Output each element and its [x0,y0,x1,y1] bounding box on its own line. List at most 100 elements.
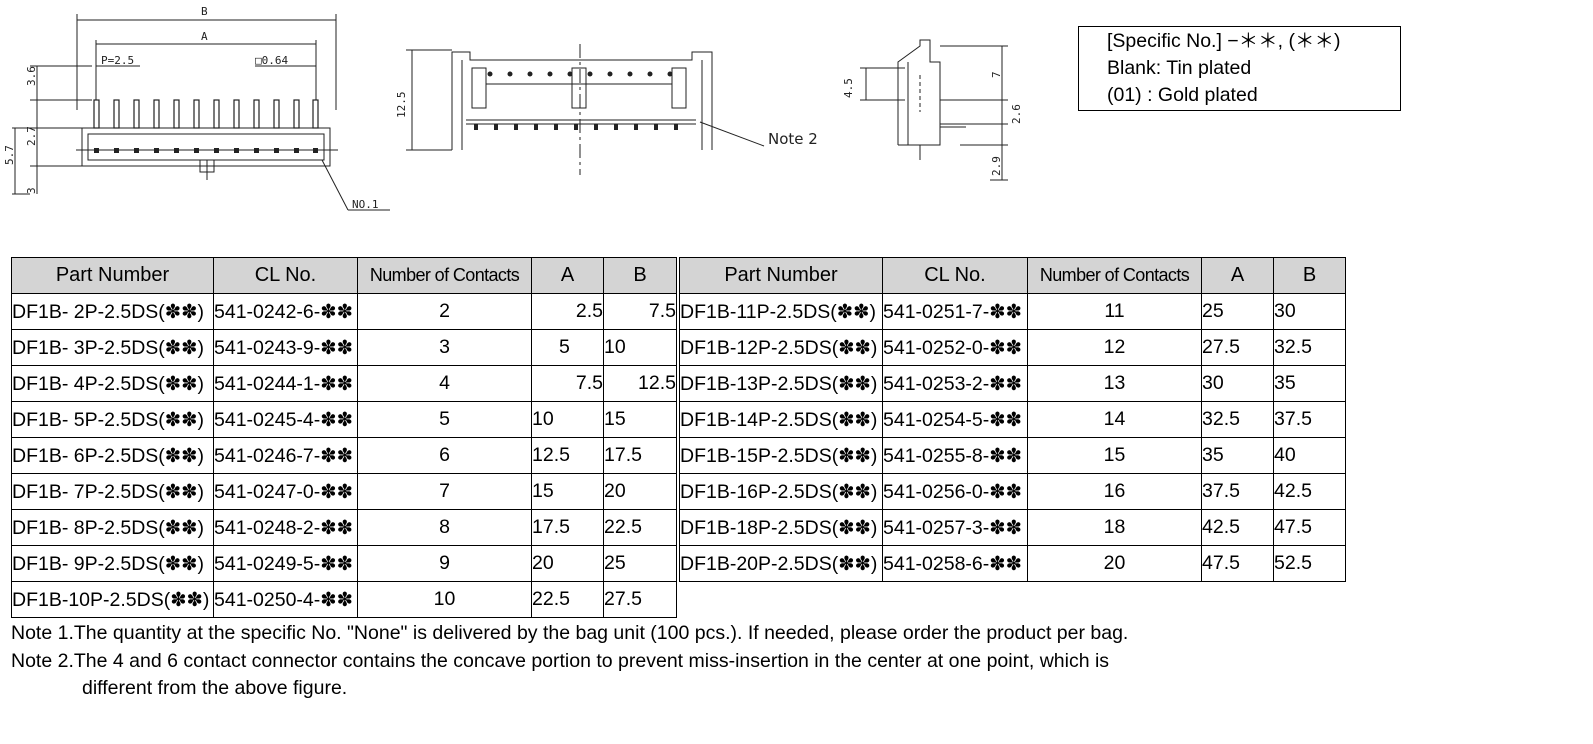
dim-b-cell: 47.5 [1273,509,1346,546]
table-row: DF1B-18P-2.5DS(✽✽) 541-0257-3-✽✽ 18 42.5… [679,509,1346,546]
contacts-cell: 18 [1027,509,1202,546]
part-number-cell: DF1B-13P-2.5DS(✽✽) [679,365,883,402]
note-2-callout: Note 2 [768,130,818,148]
dim-a-cell: 17.5 [531,509,604,546]
cl-no-cell: 541-0257-3-✽✽ [882,509,1028,546]
end-height-7-label: 7 [990,71,1003,78]
part-number-cell: DF1B- 6P-2.5DS(✽✽) [11,437,214,474]
table-row: DF1B-16P-2.5DS(✽✽) 541-0256-0-✽✽ 16 37.5… [679,473,1346,510]
part-number-cell: DF1B- 3P-2.5DS(✽✽) [11,329,214,366]
header-a: A [531,257,604,294]
contacts-cell: 12 [1027,329,1202,366]
contacts-cell: 4 [357,365,532,402]
part-number-cell: DF1B- 9P-2.5DS(✽✽) [11,545,214,582]
table-row: DF1B- 3P-2.5DS(✽✽) 541-0243-9-✽✽ 3 5 10 [11,329,677,366]
dim-b-cell: 10 [603,329,677,366]
table-row: DF1B-15P-2.5DS(✽✽) 541-0255-8-✽✽ 15 35 4… [679,437,1346,474]
contacts-cell: 3 [357,329,532,366]
dim-a-cell: 32.5 [1201,401,1274,438]
dim-b-cell: 27.5 [603,581,677,618]
dim-b-cell: 30 [1273,293,1346,330]
contacts-cell: 6 [357,437,532,474]
part-number-cell: DF1B- 4P-2.5DS(✽✽) [11,365,214,402]
dim-a-cell: 10 [531,401,604,438]
pitch-label: P=2.5 [101,54,134,67]
dim-b-cell: 20 [603,473,677,510]
part-number-cell: DF1B-11P-2.5DS(✽✽) [679,293,883,330]
cl-no-cell: 541-0247-0-✽✽ [213,473,358,510]
dim-a-cell: 5 [531,329,604,366]
table-row: DF1B-13P-2.5DS(✽✽) 541-0253-2-✽✽ 13 30 3… [679,365,1346,402]
header-part-number: Part Number [679,257,883,294]
height-5-7-label: 5.7 [3,145,16,165]
dim-a-cell: 25 [1201,293,1274,330]
specific-number-line: [Specific No.] −＊＊, (＊＊) [1107,30,1341,52]
part-number-cell: DF1B-18P-2.5DS(✽✽) [679,509,883,546]
table-row: DF1B- 4P-2.5DS(✽✽) 541-0244-1-✽✽ 4 7.5 1… [11,365,677,402]
cl-no-cell: 541-0254-5-✽✽ [882,401,1028,438]
part-number-cell: DF1B-12P-2.5DS(✽✽) [679,329,883,366]
contacts-cell: 7 [357,473,532,510]
dim-a-cell: 12.5 [531,437,604,474]
end-height-2-9-label: 2.9 [990,156,1003,176]
cl-no-cell: 541-0249-5-✽✽ [213,545,358,582]
part-number-cell: DF1B- 7P-2.5DS(✽✽) [11,473,214,510]
part-number-cell: DF1B-16P-2.5DS(✽✽) [679,473,883,510]
dim-b-cell: 17.5 [603,437,677,474]
table-row: DF1B- 2P-2.5DS(✽✽) 541-0242-6-✽✽ 2 2.5 7… [11,293,677,330]
dim-a-cell: 35 [1201,437,1274,474]
cl-no-cell: 541-0244-1-✽✽ [213,365,358,402]
dim-a-cell: 27.5 [1201,329,1274,366]
part-number-cell: DF1B- 2P-2.5DS(✽✽) [11,293,214,330]
header-cl-no: CL No. [882,257,1028,294]
header-part-number: Part Number [11,257,214,294]
contacts-cell: 13 [1027,365,1202,402]
part-number-cell: DF1B-15P-2.5DS(✽✽) [679,437,883,474]
part-number-cell: DF1B- 5P-2.5DS(✽✽) [11,401,214,438]
table-row: DF1B- 9P-2.5DS(✽✽) 541-0249-5-✽✽ 9 20 25 [11,545,677,582]
table-row: DF1B-10P-2.5DS(✽✽) 541-0250-4-✽✽ 10 22.5… [11,581,677,618]
cl-no-cell: 541-0255-8-✽✽ [882,437,1028,474]
side-height-label: 12.5 [395,92,408,119]
dim-b-cell: 37.5 [1273,401,1346,438]
dim-a-label: A [201,30,208,43]
dim-b-label: B [201,5,208,18]
dim-b-cell: 7.5 [603,293,677,330]
dim-b-cell: 15 [603,401,677,438]
cl-no-cell: 541-0246-7-✽✽ [213,437,358,474]
dim-b-cell: 52.5 [1273,545,1346,582]
dim-b-cell: 35 [1273,365,1346,402]
cl-no-cell: 541-0242-6-✽✽ [213,293,358,330]
dim-a-cell: 20 [531,545,604,582]
contacts-cell: 20 [1027,545,1202,582]
specific-number-box: [Specific No.] −＊＊, (＊＊) Blank: Tin plat… [1078,26,1401,111]
dim-a-cell: 30 [1201,365,1274,402]
cl-no-cell: 541-0248-2-✽✽ [213,509,358,546]
dim-a-cell: 22.5 [531,581,604,618]
part-number-cell: DF1B-10P-2.5DS(✽✽) [11,581,214,618]
contacts-cell: 9 [357,545,532,582]
table-row: DF1B- 7P-2.5DS(✽✽) 541-0247-0-✽✽ 7 15 20 [11,473,677,510]
end-height-2-6-label: 2.6 [1010,104,1023,124]
note-1: Note 1.The quantity at the specific No. … [11,622,1129,644]
height-3-label: 3 [25,187,38,194]
dim-a-cell: 7.5 [531,365,604,402]
dim-a-cell: 37.5 [1201,473,1274,510]
table-row: DF1B-11P-2.5DS(✽✽) 541-0251-7-✽✽ 11 25 3… [679,293,1346,330]
dim-b-cell: 40 [1273,437,1346,474]
table-header-row: Part Number CL No. Number of Contacts A … [679,257,1346,294]
note-2: Note 2.The 4 and 6 contact connector con… [11,649,1110,672]
cl-no-cell: 541-0243-9-✽✽ [213,329,358,366]
height-3-6-label: 3.6 [25,66,38,86]
parts-table-right: Part Number CL No. Number of Contacts A … [679,257,1346,582]
tin-plated-line: Blank: Tin plated [1107,57,1252,79]
cl-no-cell: 541-0252-0-✽✽ [882,329,1028,366]
table-row: DF1B-20P-2.5DS(✽✽) 541-0258-6-✽✽ 20 47.5… [679,545,1346,582]
table-row: DF1B- 6P-2.5DS(✽✽) 541-0246-7-✽✽ 6 12.5 … [11,437,677,474]
dim-a-cell: 42.5 [1201,509,1274,546]
table-header-row: Part Number CL No. Number of Contacts A … [11,257,677,294]
contacts-cell: 8 [357,509,532,546]
gold-plated-line: (01) : Gold plated [1107,84,1258,106]
end-height-4-5-label: 4.5 [842,78,855,98]
pin-one-label: NO.1 [352,198,379,211]
